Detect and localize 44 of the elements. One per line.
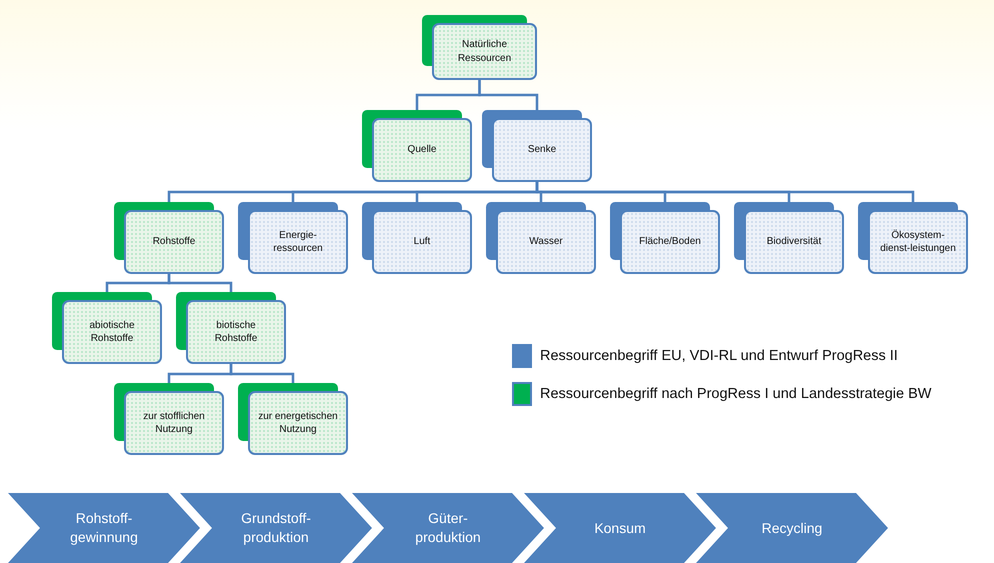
legend-text: Ressourcenbegriff nach ProgRess I und Landesstrategie BW — [540, 386, 932, 402]
process-box — [114, 202, 224, 274]
box-label: Luft — [414, 235, 430, 249]
box-label: zur energetischen Nutzung — [257, 410, 339, 436]
step-label: Güter- produktion — [414, 509, 482, 547]
process-box — [486, 202, 596, 274]
connector-line — [230, 364, 294, 383]
step-label: Recycling — [760, 518, 824, 538]
process-step — [180, 493, 372, 563]
step-label: Konsum — [593, 518, 647, 538]
box-label: Ökosystem- dienst-leistungen — [879, 228, 957, 256]
box-label: Rohstoffe — [152, 235, 196, 249]
process-box — [362, 202, 472, 274]
connector-line — [478, 80, 538, 110]
process-box — [52, 292, 162, 364]
process-box — [422, 15, 537, 80]
box-label: Quelle — [408, 143, 436, 157]
process-box — [482, 110, 592, 182]
box-label: zur stofflichen Nutzung — [142, 410, 206, 436]
step-label: Grundstoff- produktion — [240, 509, 312, 547]
process-step — [696, 493, 888, 563]
process-box — [238, 202, 348, 274]
box-label: Fläche/Boden — [639, 235, 701, 249]
box-label: Senke — [528, 143, 556, 157]
process-box — [362, 110, 472, 182]
box-label: Biodiversität — [766, 235, 822, 249]
process-box — [734, 202, 844, 274]
step-label: Rohstoff- gewinnung — [69, 509, 139, 547]
process-box — [858, 202, 968, 274]
box-label: abiotische Rohstoffe — [88, 318, 136, 346]
process-box — [176, 292, 286, 364]
process-step — [352, 493, 544, 563]
box-label: biotische Rohstoffe — [214, 318, 258, 346]
legend-text: Ressourcenbegriff EU, VDI-RL und Entwurf ProgRess II — [540, 348, 898, 364]
process-box — [114, 383, 224, 455]
connector-line — [536, 182, 914, 202]
process-box — [610, 202, 720, 274]
process-step — [524, 493, 716, 563]
process-step — [8, 493, 200, 563]
box-label: Natürliche Ressourcen — [456, 38, 512, 65]
box-label: Energie- ressourcen — [272, 228, 324, 256]
box-label: Wasser — [529, 235, 563, 249]
process-box — [238, 383, 348, 455]
connector-line — [168, 274, 232, 292]
